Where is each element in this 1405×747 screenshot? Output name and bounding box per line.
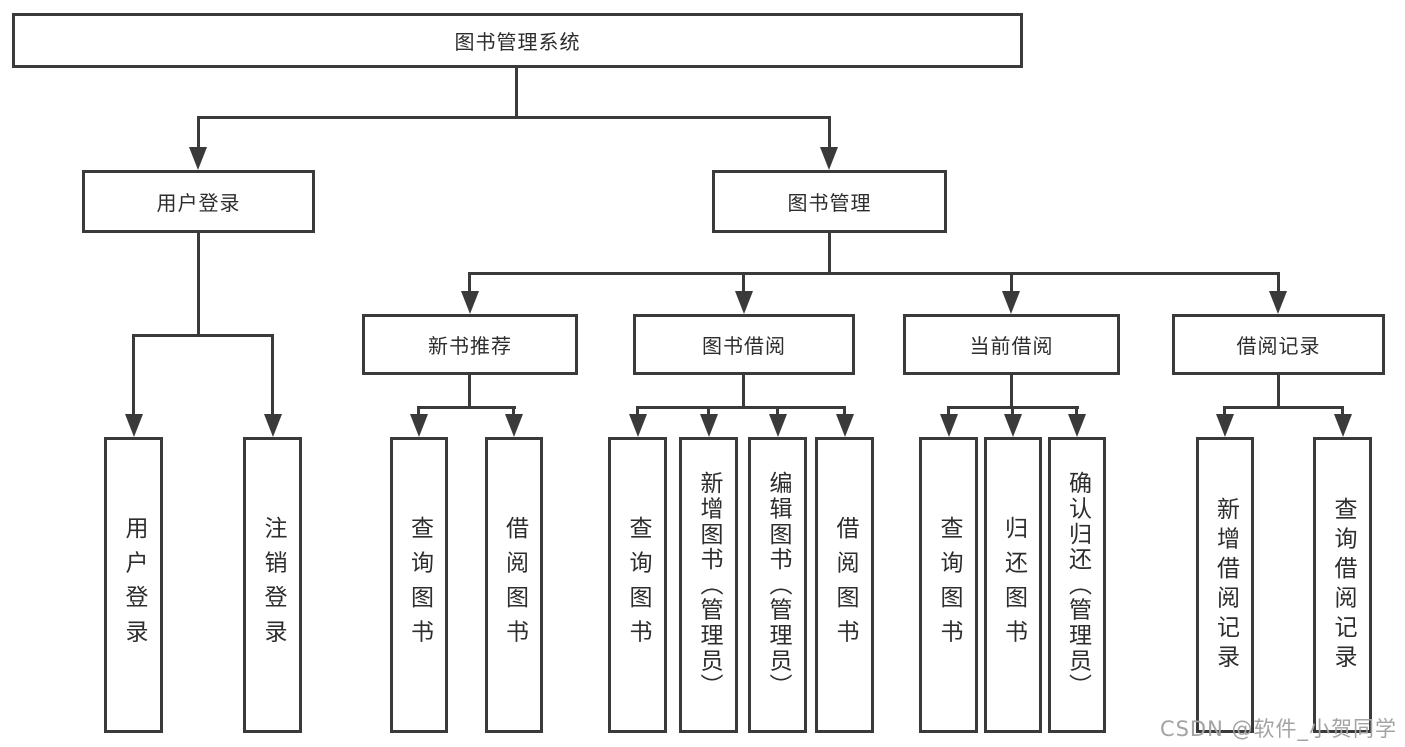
connector-records-drop-1 (1223, 406, 1226, 419)
node-book-management: 图书管理 (712, 170, 947, 233)
node-book-management-label: 图书管理 (787, 191, 872, 215)
node-borrow-records-label: 借阅记录 (1236, 334, 1321, 358)
connector-user-login-drop-1 (132, 334, 135, 418)
leaf-edit-book-admin: 编辑图书（管理员） (748, 437, 807, 733)
arrowhead-down (769, 414, 787, 437)
connector-book-mgmt-drop-4 (1277, 272, 1280, 296)
connector-book-mgmt-drop-3 (1010, 272, 1013, 296)
leaf-borrow-books-recommend: 借阅图书 (485, 437, 543, 733)
connector-book-mgmt-drop-1 (468, 272, 471, 296)
node-new-book-recommend: 新书推荐 (362, 314, 578, 375)
connector-current-drop-1 (947, 406, 950, 419)
arrowhead-down (264, 414, 282, 437)
connector-recommend-drop-2 (512, 406, 515, 419)
node-user-login: 用户登录 (82, 170, 315, 233)
arrowhead-down (700, 414, 718, 437)
arrowhead-down (461, 291, 479, 314)
node-root-label: 图书管理系统 (454, 30, 581, 54)
leaf-query-borrow-record: 查询借阅记录 (1313, 437, 1372, 733)
connector-user-login-drop-2 (271, 334, 274, 418)
connector-records-rail (1223, 406, 1344, 409)
leaf-add-borrow-record-label: 新增借阅记录 (1212, 496, 1239, 674)
arrowhead-down (1004, 414, 1022, 437)
connector-borrow-drop-1 (636, 406, 639, 419)
node-book-borrow: 图书借阅 (633, 314, 855, 375)
connector-recommend-rail (417, 406, 516, 409)
arrowhead-down (1216, 414, 1234, 437)
arrowhead-down (1269, 291, 1287, 314)
leaf-query-books-borrow: 查询图书 (608, 437, 667, 733)
arrowhead-down (1334, 414, 1352, 437)
connector-root-rail (197, 116, 831, 119)
leaf-logout: 注销登录 (243, 437, 302, 733)
connector-user-login-stub (197, 233, 200, 337)
watermark: CSDN @软件_小贺同学 (1159, 717, 1397, 741)
leaf-add-book-admin: 新增图书（管理员） (679, 437, 738, 733)
arrowhead-down (820, 147, 838, 170)
leaf-query-borrow-record-label: 查询借阅记录 (1330, 496, 1356, 674)
arrowhead-down (940, 414, 958, 437)
connector-records-drop-2 (1341, 406, 1344, 419)
connector-recommend-drop-1 (417, 406, 420, 419)
node-current-borrow-label: 当前借阅 (969, 334, 1054, 358)
leaf-add-borrow-record: 新增借阅记录 (1196, 437, 1254, 733)
connector-current-drop-2 (1011, 406, 1014, 419)
connector-current-drop-3 (1075, 406, 1078, 419)
arrowhead-down (629, 414, 647, 437)
arrowhead-down (410, 414, 428, 437)
leaf-borrow-books-recommend-label: 借阅图书 (501, 516, 528, 654)
node-book-borrow-label: 图书借阅 (702, 334, 786, 358)
arrowhead-down (836, 414, 854, 437)
leaf-confirm-return-admin: 确认归还（管理员） (1048, 437, 1106, 733)
leaf-edit-book-admin-label: 编辑图书（管理员） (765, 471, 791, 699)
connector-borrow-rail (636, 406, 846, 409)
connector-root-stub (515, 68, 518, 119)
connector-borrow-stub (742, 375, 745, 409)
arrowhead-down (505, 414, 523, 437)
arrowhead-down (125, 414, 143, 437)
node-current-borrow: 当前借阅 (903, 314, 1120, 375)
node-root: 图书管理系统 (12, 13, 1023, 68)
arrowhead-down (189, 147, 207, 170)
leaf-user-login: 用户登录 (104, 437, 163, 733)
leaf-query-books-current-label: 查询图书 (936, 516, 962, 654)
leaf-user-login-label: 用户登录 (121, 516, 147, 654)
node-new-book-recommend-label: 新书推荐 (428, 334, 512, 358)
leaf-logout-label: 注销登录 (260, 516, 286, 654)
connector-root-drop-left (197, 116, 200, 152)
leaf-add-book-admin-label: 新增图书（管理员） (696, 471, 722, 699)
connector-recommend-stub (468, 375, 471, 409)
node-user-login-label: 用户登录 (156, 191, 241, 215)
connector-book-mgmt-stub (828, 233, 831, 274)
leaf-query-books-recommend: 查询图书 (390, 437, 448, 733)
node-borrow-records: 借阅记录 (1172, 314, 1385, 375)
arrowhead-down (1068, 414, 1086, 437)
connector-book-mgmt-drop-2 (742, 272, 745, 296)
arrowhead-down (1002, 291, 1020, 314)
connector-borrow-drop-3 (776, 406, 779, 419)
connector-borrow-drop-4 (843, 406, 846, 419)
leaf-return-books-label: 归还图书 (1000, 516, 1027, 654)
leaf-confirm-return-admin-label: 确认归还（管理员） (1064, 471, 1091, 699)
leaf-borrow-books: 借阅图书 (815, 437, 874, 733)
leaf-return-books: 归还图书 (984, 437, 1042, 733)
connector-current-stub (1010, 375, 1013, 409)
arrowhead-down (735, 291, 753, 314)
leaf-query-books-recommend-label: 查询图书 (406, 516, 433, 654)
connector-user-login-rail (132, 334, 274, 337)
leaf-query-books-current: 查询图书 (919, 437, 978, 733)
leaf-query-books-borrow-label: 查询图书 (625, 516, 651, 654)
leaf-borrow-books-label: 借阅图书 (832, 516, 858, 654)
connector-borrow-drop-2 (707, 406, 710, 419)
connector-book-mgmt-rail (469, 272, 1280, 275)
connector-records-stub (1277, 375, 1280, 409)
connector-root-drop-right (828, 116, 831, 152)
